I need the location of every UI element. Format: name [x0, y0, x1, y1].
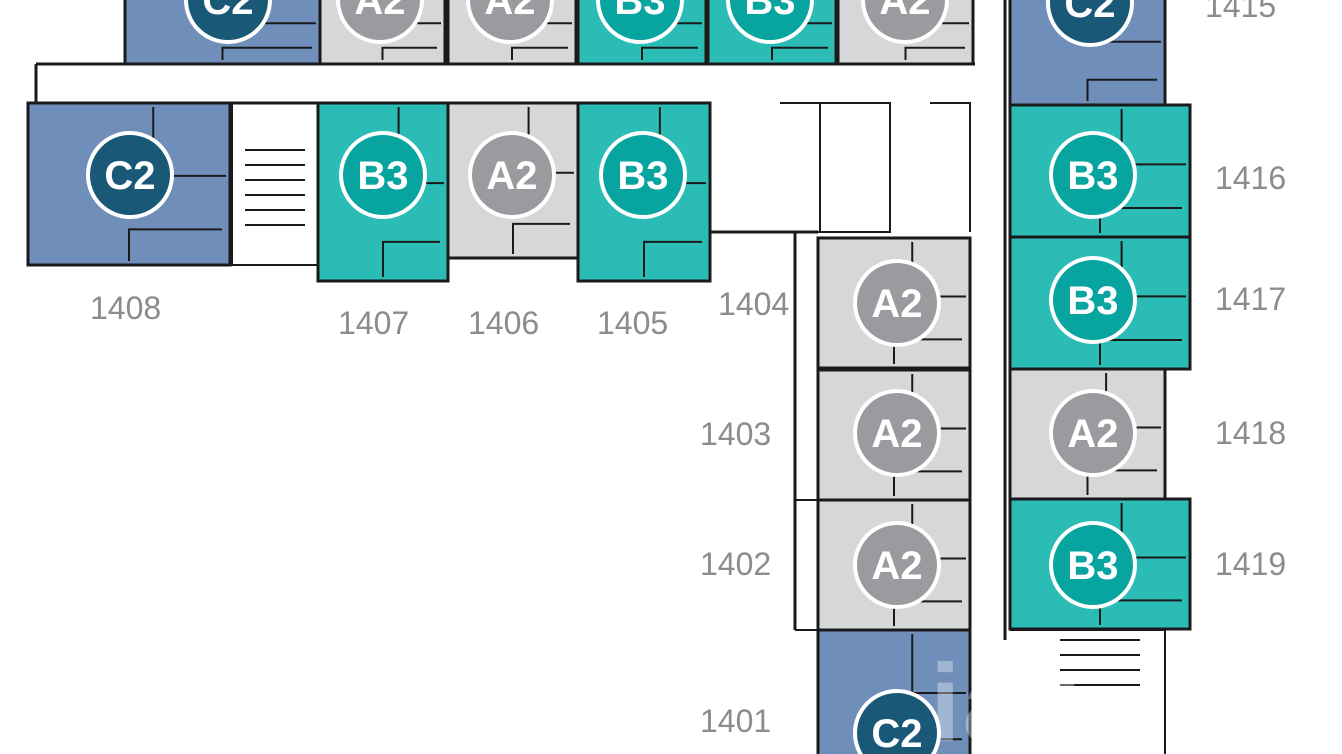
core-structure [780, 102, 971, 233]
unit-type-badge: A2 [853, 521, 941, 609]
badge-type-label: C2 [871, 712, 922, 754]
unit-number-label: 1404 [718, 286, 790, 322]
badge-type-label: A2 [871, 544, 922, 588]
unit-number-label: 1401 [700, 703, 772, 739]
badge-type-label: A2 [486, 154, 537, 198]
badge-circle [1046, 0, 1134, 47]
watermark: iaz [930, 642, 1083, 754]
unit-type-badge: C2 [86, 131, 174, 219]
unit-type-badge: C2 [184, 0, 272, 44]
badge-circle [184, 0, 272, 44]
unit-type-badge: C2 [853, 689, 941, 754]
badge-type-label: B3 [617, 154, 668, 198]
unit-type-badge: A2 [336, 0, 424, 44]
badge-type-label: A2 [354, 0, 405, 23]
badge-type-label: A2 [484, 0, 535, 23]
unit-number-label: 1419 [1215, 546, 1287, 582]
badge-type-label: B3 [1067, 279, 1118, 323]
unit-number-label: 1416 [1215, 160, 1287, 196]
unit-number-label: 1402 [700, 546, 772, 582]
badge-circle [1049, 521, 1137, 609]
badge-circle [466, 0, 554, 44]
badge-type-label: A2 [879, 0, 930, 23]
top-corridor-wall [34, 62, 975, 105]
badge-circle [861, 0, 949, 44]
badge-circle [86, 131, 174, 219]
badge-type-label: C2 [202, 0, 253, 23]
badge-circle [336, 0, 424, 44]
badge-type-label: B3 [1067, 544, 1118, 588]
badge-circle [599, 131, 687, 219]
badge-circle [1049, 131, 1137, 219]
unit-number-label: 1403 [700, 416, 772, 452]
badge-type-label: B3 [744, 0, 795, 23]
badge-type-label: C2 [1064, 0, 1115, 26]
unit-type-badge: A2 [468, 131, 556, 219]
badge-circle [468, 131, 556, 219]
badge-circle [853, 259, 941, 347]
unit-type-badge: C2 [1046, 0, 1134, 47]
unit-number-label: 1405 [597, 305, 669, 341]
unit-type-badge: A2 [466, 0, 554, 44]
badge-type-label: A2 [871, 412, 922, 456]
unit-number-label: 1406 [468, 305, 540, 341]
unit-type-badge: B3 [599, 131, 687, 219]
badge-circle [1049, 389, 1137, 477]
core-structure [795, 499, 818, 631]
badge-type-label: B3 [357, 154, 408, 198]
badge-type-label: B3 [1067, 154, 1118, 198]
unit-type-badge: B3 [1049, 131, 1137, 219]
unit-type-badge: B3 [596, 0, 684, 44]
unit-type-badge: A2 [861, 0, 949, 44]
core-structure [231, 102, 319, 266]
unit-type-badge: B3 [339, 131, 427, 219]
unit-type-badge: B3 [1049, 256, 1137, 344]
unit-number-label: 1407 [338, 305, 410, 341]
badge-circle [853, 521, 941, 609]
badge-circle [1049, 256, 1137, 344]
badge-type-label: C2 [104, 154, 155, 198]
unit-type-badge: A2 [1049, 389, 1137, 477]
core-structure [245, 149, 305, 226]
unit-number-label: 1418 [1215, 415, 1287, 451]
core-structure [1010, 629, 1166, 754]
unit-number-label: 1417 [1215, 281, 1287, 317]
badge-circle [853, 689, 941, 754]
badge-type-label: B3 [614, 0, 665, 23]
unit-type-badge: B3 [726, 0, 814, 44]
badge-type-label: A2 [1067, 412, 1118, 456]
unit-number-label: 1415 [1205, 0, 1277, 24]
unit-type-badge: A2 [853, 389, 941, 477]
unit-type-badge: B3 [1049, 521, 1137, 609]
badge-circle [853, 389, 941, 477]
unit-number-label: 1408 [90, 290, 162, 326]
badge-circle [339, 131, 427, 219]
unit-type-badge: A2 [853, 259, 941, 347]
badge-type-label: A2 [871, 282, 922, 326]
badge-circle [726, 0, 814, 44]
badge-circle [596, 0, 684, 44]
